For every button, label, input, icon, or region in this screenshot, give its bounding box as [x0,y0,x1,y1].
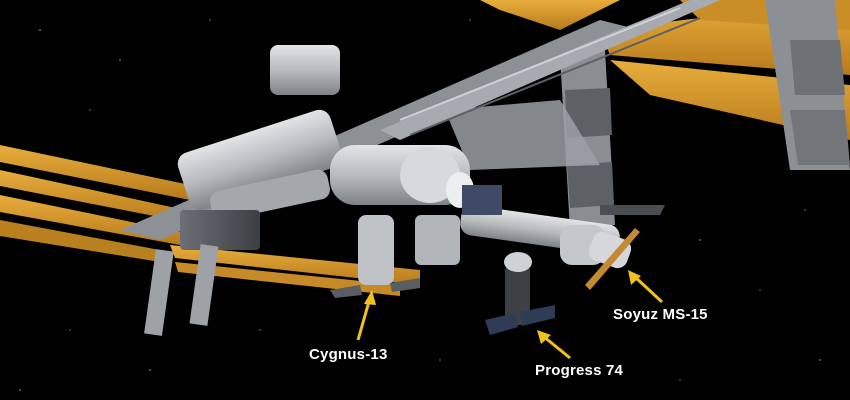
progress-spacecraft [485,252,555,335]
cygnus-spacecraft [330,215,420,298]
soyuz-spacecraft [585,205,665,290]
label-cygnus-13: Cygnus-13 [309,346,388,363]
callout-arrow-cygnus [356,290,376,341]
station-modules [177,45,620,265]
star-field [19,19,821,391]
radiator-panels [445,0,850,230]
label-soyuz-ms-15: Soyuz MS-15 [613,306,708,323]
callout-arrow-soyuz [628,270,664,304]
callout-arrow-progress [537,330,571,360]
small-arrays [144,185,502,336]
label-progress-74: Progress 74 [535,362,624,379]
